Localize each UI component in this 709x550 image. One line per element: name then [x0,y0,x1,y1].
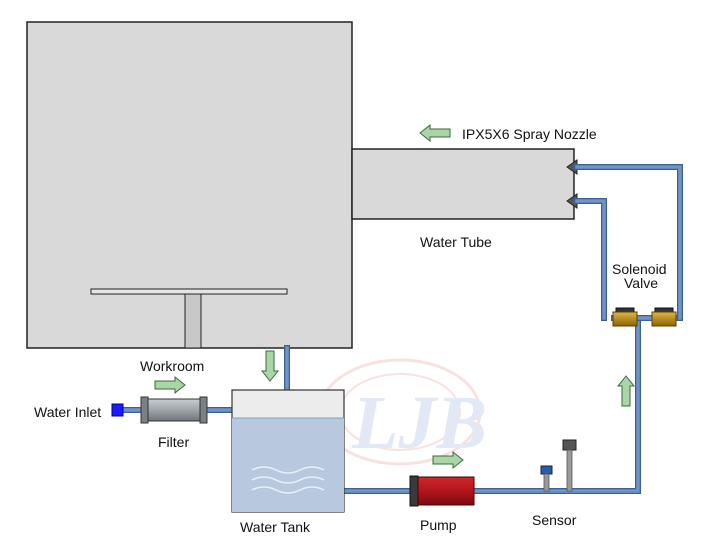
water-inlet-port [111,403,124,417]
spray-nozzle-label: IPX5X6 Spray Nozzle [462,126,597,142]
arrow-right-icon [154,375,186,395]
water-inlet-label: Water Inlet [34,404,102,420]
water-tank [231,389,345,513]
arrow-down-icon [260,350,280,382]
turntable-shaft [184,293,202,349]
solenoid-valve-right [651,307,677,327]
workroom-label: Workroom [140,358,205,374]
pump [409,475,475,507]
solenoid-valve-label-line1: Solenoid [612,261,667,277]
water-tube-box [351,148,575,220]
pump-label: Pump [420,517,457,533]
arrow-left-icon [419,123,451,143]
watermark-logo: LJB [318,358,487,466]
arrow-right-icon [432,450,464,470]
sensor-label: Sensor [532,512,577,528]
filter-unit [140,396,208,424]
filter-label: Filter [158,434,190,450]
sensor-group [540,439,577,492]
water-tube-label: Water Tube [420,234,492,250]
solenoid-valve-label-line2: Valve [624,275,658,291]
arrow-up-icon [616,375,636,407]
turntable-top [90,288,288,295]
water-tank-label: Water Tank [240,519,311,535]
watermark-text: LJB [351,381,487,465]
solenoid-valve-left [612,307,638,327]
